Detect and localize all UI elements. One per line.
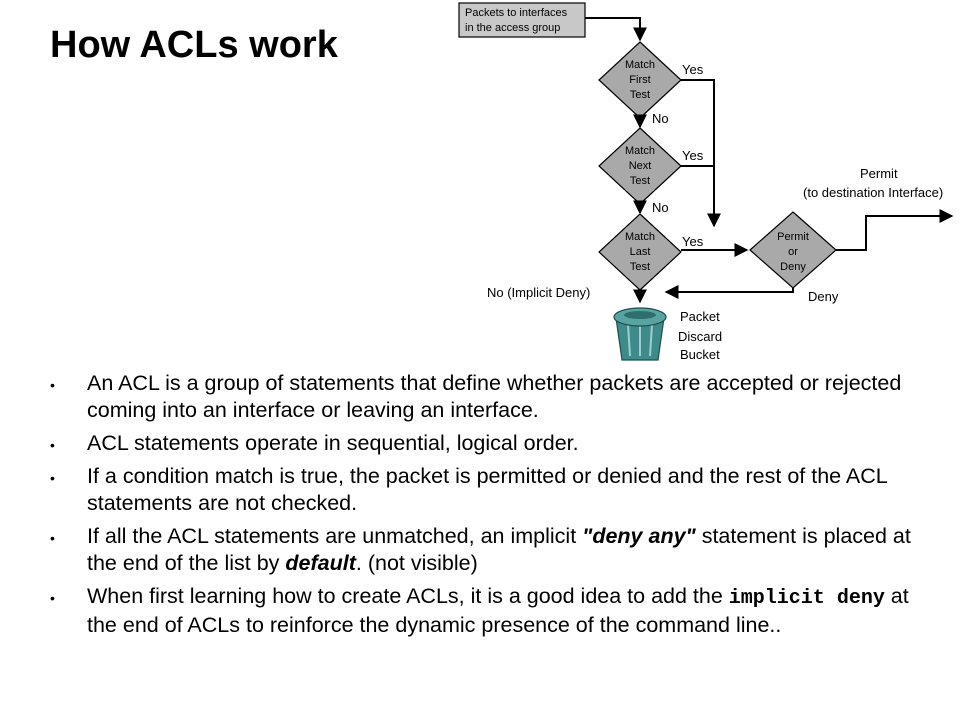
label-bucket-discard: Discard — [678, 329, 722, 344]
label-bucket-bucket: Bucket — [680, 347, 720, 362]
label-yes-1: Yes — [682, 62, 704, 77]
arrow-yes-1 — [681, 79, 721, 228]
label-deny: Deny — [808, 289, 839, 304]
label-yes-2: Yes — [682, 148, 704, 163]
bullet-item: • When first learning how to create ACLs… — [48, 583, 928, 639]
acl-flowchart: Packets to interfaces in the access grou… — [458, 2, 954, 362]
label-no-2: No — [652, 200, 669, 215]
svg-text:Test: Test — [630, 261, 650, 273]
svg-text:Deny: Deny — [780, 261, 806, 273]
svg-text:Last: Last — [630, 246, 651, 258]
bullet-text: at the end of ACLs to reinforce the dyna… — [87, 584, 909, 637]
bullet-text: ACL statements operate in sequential, lo… — [87, 431, 579, 455]
bullet-emphasis: "deny any" — [582, 524, 696, 548]
label-permit: Permit — [860, 166, 898, 181]
bullet-text: An ACL is a group of statements that def… — [87, 371, 902, 422]
bullet-icon: • — [50, 530, 55, 546]
bullet-icon: • — [50, 470, 55, 486]
bullet-text: statement is placed at the end of the li… — [87, 524, 911, 575]
arrow-permit — [836, 209, 954, 251]
bullet-item: • If all the ACL statements are unmatche… — [48, 523, 928, 577]
bullet-text: . (not visible) — [355, 551, 478, 575]
label-implicit-deny: No (Implicit Deny) — [487, 285, 590, 300]
bullet-list: • An ACL is a group of statements that d… — [48, 370, 928, 645]
svg-text:Packets to interfaces: Packets to interfaces — [465, 7, 568, 19]
bullet-text: If a condition match is true, the packet… — [87, 464, 887, 515]
arrow-deny — [664, 285, 794, 299]
trash-bucket-icon — [613, 307, 667, 361]
bullet-item: • An ACL is a group of statements that d… — [48, 370, 928, 424]
slide-title: How ACLs work — [50, 24, 338, 66]
svg-text:Test: Test — [630, 175, 650, 187]
bullet-icon: • — [50, 437, 55, 453]
label-permit-destination: (to destination Interface) — [803, 185, 943, 200]
decision-match-first: Match First Test — [598, 41, 682, 119]
bullet-icon: • — [50, 590, 55, 606]
svg-text:in the access group: in the access group — [465, 22, 560, 34]
bullet-icon: • — [50, 377, 55, 393]
svg-text:or: or — [788, 246, 798, 258]
svg-text:Match: Match — [625, 145, 655, 157]
svg-text:Next: Next — [629, 160, 652, 172]
decision-match-last: Match Last Test — [598, 213, 682, 291]
arrow-start — [585, 17, 647, 42]
bullet-text: If all the ACL statements are unmatched,… — [87, 524, 583, 548]
decision-permit-or-deny: Permit or Deny — [749, 211, 837, 289]
bullet-item: • ACL statements operate in sequential, … — [48, 430, 928, 457]
label-yes-3: Yes — [682, 234, 704, 249]
decision-match-next: Match Next Test — [598, 127, 682, 205]
svg-text:Test: Test — [630, 89, 650, 101]
label-no-1: No — [652, 111, 669, 126]
svg-text:Match: Match — [625, 231, 655, 243]
svg-text:Match: Match — [625, 59, 655, 71]
start-box: Packets to interfaces in the access grou… — [458, 2, 586, 38]
svg-text:First: First — [629, 74, 650, 86]
bullet-text: When first learning how to create ACLs, … — [87, 584, 729, 608]
label-bucket-packet: Packet — [680, 309, 720, 324]
svg-text:Permit: Permit — [777, 231, 809, 243]
bullet-emphasis: default — [285, 551, 356, 575]
bullet-item: • If a condition match is true, the pack… — [48, 463, 928, 517]
bullet-code: implicit deny — [728, 587, 885, 610]
